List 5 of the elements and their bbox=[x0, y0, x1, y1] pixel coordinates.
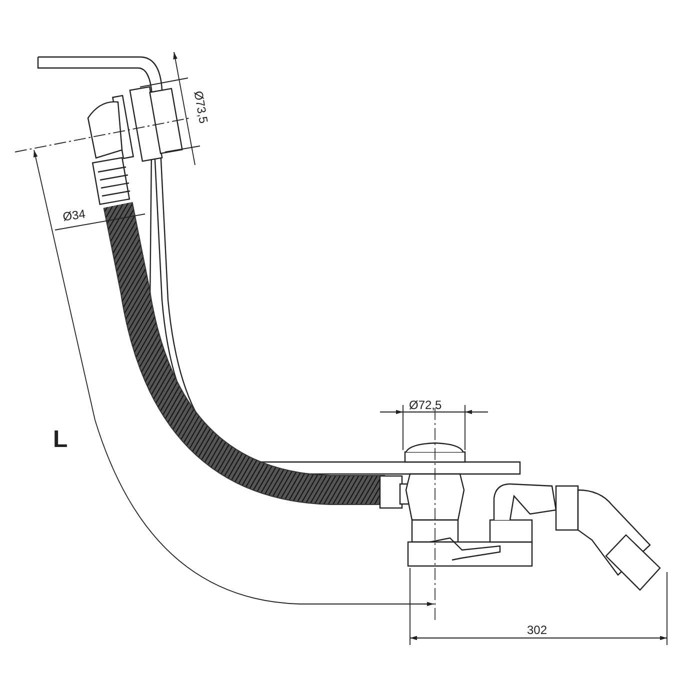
dimension-value: 302 bbox=[527, 624, 548, 636]
dimension-value: Ø73,5 bbox=[192, 90, 210, 124]
dimension-value: Ø34 bbox=[62, 208, 86, 223]
dimension-symbol: L bbox=[53, 428, 68, 452]
dimension-value: Ø72,5 bbox=[409, 399, 442, 411]
